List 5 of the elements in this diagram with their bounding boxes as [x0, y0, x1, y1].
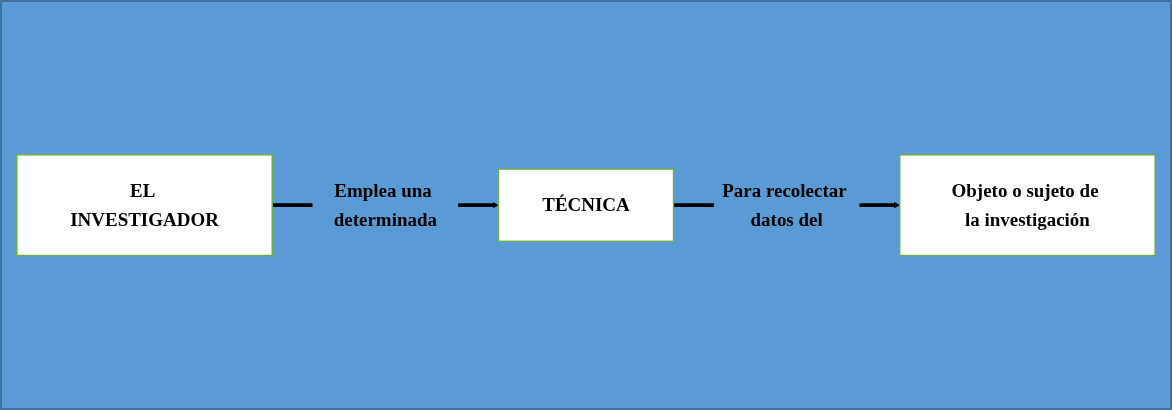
edge-label: Emplea una determinada [333, 180, 437, 230]
node-box: TÉCNICA [497, 168, 675, 242]
node-box: Objeto o sujeto de la investigación [899, 153, 1156, 257]
node-box: EL INVESTIGADOR [16, 153, 273, 257]
edge-label: Para recolectar datos del [722, 180, 847, 230]
